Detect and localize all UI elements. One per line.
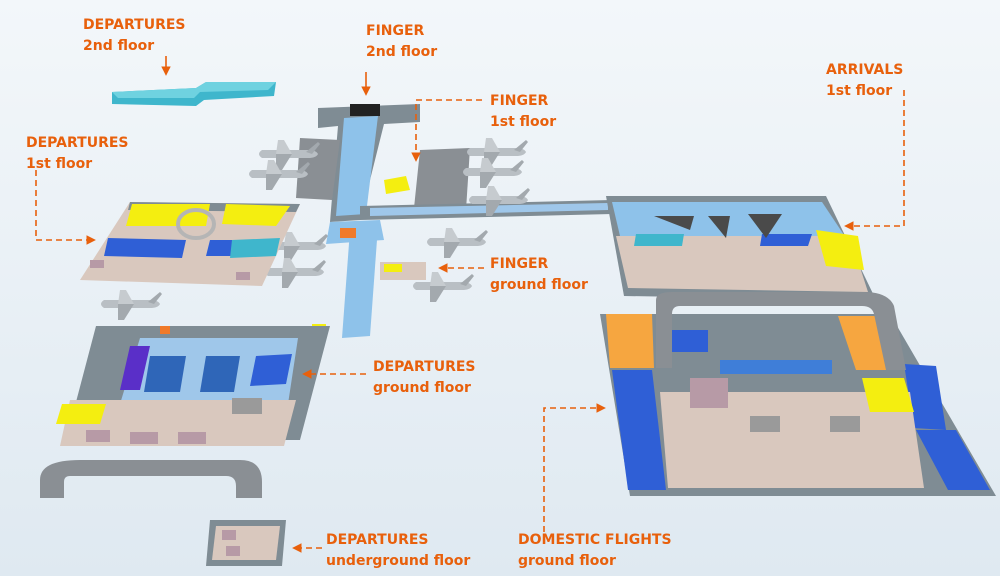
label-departures-underground-floor: DEPARTURES underground floor xyxy=(326,530,470,572)
finger-pier xyxy=(296,104,470,338)
arrivals-1st-floor-block xyxy=(606,196,876,300)
label-line1: FINGER xyxy=(366,23,425,39)
departures-ground-floor-block xyxy=(56,326,330,446)
departures-underground-block xyxy=(206,520,286,566)
label-line1: DEPARTURES xyxy=(83,17,186,33)
label-line1: DEPARTURES xyxy=(373,359,476,375)
label-pointers xyxy=(35,56,905,553)
label-line2: ground floor xyxy=(490,277,588,293)
label-line2: 1st floor xyxy=(26,156,93,172)
label-departures-2nd-floor: DEPARTURES 2nd floor xyxy=(83,15,186,57)
label-departures-ground-floor: DEPARTURES ground floor xyxy=(373,357,476,399)
label-line2: 2nd floor xyxy=(83,38,155,54)
domestic-flights-block xyxy=(600,292,996,496)
access-road-left xyxy=(40,460,262,498)
plane-icon xyxy=(463,158,524,188)
label-arrivals-1st-floor: ARRIVALS 1st floor xyxy=(826,60,903,102)
label-line1: FINGER xyxy=(490,93,549,109)
label-finger-ground-floor: FINGER ground floor xyxy=(490,254,588,296)
label-line2: underground floor xyxy=(326,553,471,569)
label-line1: FINGER xyxy=(490,256,549,272)
departures-1st-floor-block xyxy=(80,202,300,286)
label-finger-2nd-floor: FINGER 2nd floor xyxy=(366,21,437,63)
label-line1: DEPARTURES xyxy=(26,135,129,151)
departures-2nd-floor-block xyxy=(112,82,276,106)
label-domestic-flights-ground-floor: DOMESTIC FLIGHTS ground floor xyxy=(518,530,672,572)
plane-icon xyxy=(427,228,488,258)
label-line1: DEPARTURES xyxy=(326,532,429,548)
label-line2: 2nd floor xyxy=(366,44,438,60)
label-line2: 1st floor xyxy=(490,114,557,130)
label-line2: 1st floor xyxy=(826,83,893,99)
label-line2: ground floor xyxy=(518,553,616,569)
plane-icon xyxy=(265,258,326,288)
label-line1: DOMESTIC FLIGHTS xyxy=(518,532,672,548)
label-departures-1st-floor: DEPARTURES 1st floor xyxy=(26,133,129,175)
label-finger-1st-floor: FINGER 1st floor xyxy=(490,91,556,133)
plane-icon xyxy=(101,290,162,320)
label-line1: ARRIVALS xyxy=(826,62,904,78)
label-line2: ground floor xyxy=(373,380,471,396)
